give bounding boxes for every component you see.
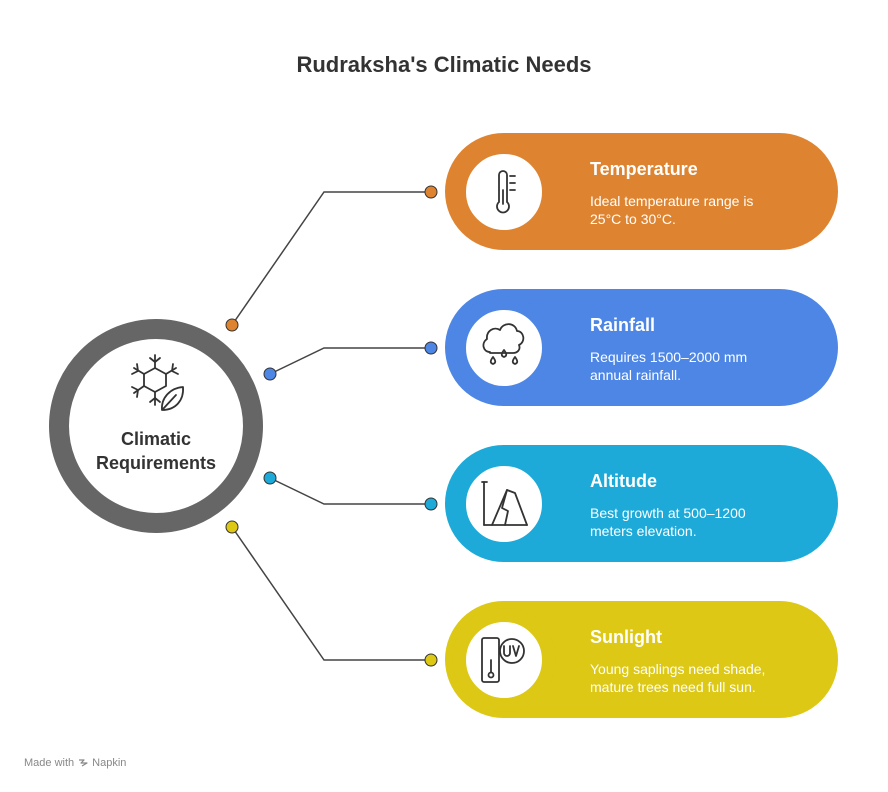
napkin-logo-icon <box>79 759 88 767</box>
hub-dot-temperature <box>225 318 239 332</box>
card-description-line1: Requires 1500–2000 mm <box>590 349 748 365</box>
card-heading: Sunlight <box>590 627 662 647</box>
hub-label: Climatic Requirements <box>56 427 256 475</box>
footer-credit[interactable]: Made with Napkin <box>24 757 126 769</box>
connector-sunlight <box>231 526 431 661</box>
connector-dot <box>424 341 438 355</box>
footer-made-with: Made with <box>24 757 75 769</box>
card-description-line1: Ideal temperature range is <box>590 193 754 209</box>
card-heading: Rainfall <box>590 315 656 335</box>
hub-dot-rainfall <box>263 367 277 381</box>
connector-dot <box>424 653 438 667</box>
card-sunlight <box>424 601 838 718</box>
footer-brand: Napkin <box>92 757 127 769</box>
uv-meter-icon <box>481 637 525 683</box>
card-description-line2: 25°C to 30°C. <box>590 211 676 227</box>
card-text-rainfall: Rainfall Requires 1500–2000 mm annual ra… <box>590 315 820 384</box>
connectors <box>231 191 431 661</box>
mountain-icon <box>481 481 528 526</box>
hub-label-line1: Climatic <box>120 429 192 449</box>
thermometer-icon <box>496 170 516 214</box>
card-text-altitude: Altitude Best growth at 500–1200 meters … <box>590 471 820 540</box>
card-description-line1: Best growth at 500–1200 <box>590 505 746 521</box>
card-text-temperature: Temperature Ideal temperature range is 2… <box>590 159 820 228</box>
card-rainfall <box>424 289 838 406</box>
snowflake-leaf-icon <box>131 354 184 411</box>
connector-dot <box>424 185 438 199</box>
hub-label-line2: Requirements <box>95 453 217 473</box>
card-heading: Temperature <box>590 159 698 179</box>
connector-altitude <box>269 477 431 505</box>
hub <box>49 318 277 534</box>
connector-temperature <box>231 191 431 326</box>
card-description-line2: annual rainfall. <box>590 367 682 383</box>
card-description-line2: meters elevation. <box>590 523 697 539</box>
cloud-rain-icon <box>482 323 525 365</box>
card-description-line2: mature trees need full sun. <box>590 679 756 695</box>
hub-dot-altitude <box>263 471 277 485</box>
connector-rainfall <box>269 347 431 375</box>
card-temperature <box>424 133 838 250</box>
page-title: Rudraksha's Climatic Needs <box>296 52 592 77</box>
card-heading: Altitude <box>590 471 657 491</box>
card-description-line1: Young saplings need shade, <box>590 661 766 677</box>
hub-dot-sunlight <box>225 520 239 534</box>
connector-dot <box>424 497 438 511</box>
card-text-sunlight: Sunlight Young saplings need shade, matu… <box>590 627 820 696</box>
